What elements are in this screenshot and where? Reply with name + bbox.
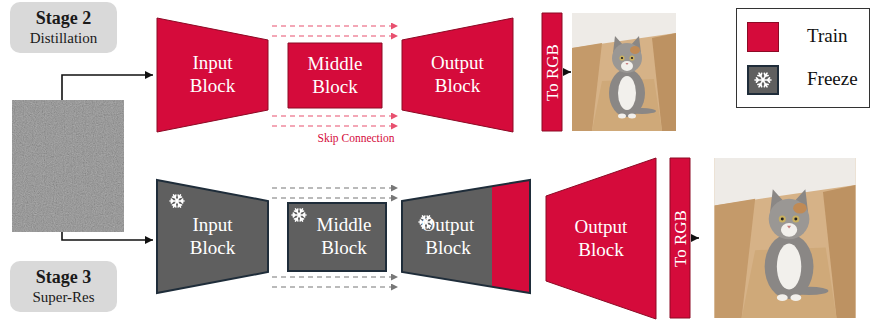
skip-connection: [272, 125, 398, 126]
stage-subtitle: Super-Res: [32, 288, 94, 306]
skip-connection: [272, 286, 398, 287]
noise-image: [12, 100, 124, 232]
output-arrow: [691, 237, 699, 239]
snowflake-icon: [749, 67, 777, 93]
block-label: Input Block: [177, 52, 249, 98]
input-arrow: [62, 75, 153, 100]
network-block: Output Block: [402, 18, 513, 132]
block-label: To RGB: [544, 44, 561, 101]
skip-connection: [272, 35, 398, 36]
snowflake-icon: [755, 73, 771, 87]
legend-box: TrainFreeze: [736, 8, 870, 108]
skip-connection: [272, 115, 398, 116]
stage-title: Stage 2: [36, 8, 92, 30]
block-label: Output Block: [412, 214, 484, 260]
block-label: Output Block: [422, 52, 494, 98]
network-block: Middle Block: [288, 43, 382, 108]
block-label: Middle Block: [308, 214, 380, 260]
skip-connection: [272, 25, 398, 26]
legend-label: Train: [807, 25, 847, 47]
input-arrow: [62, 232, 153, 240]
to-rgb-block: To RGB: [670, 158, 690, 318]
network-block: Input Block: [157, 18, 268, 132]
cat-image: [572, 13, 676, 131]
connection-label: Skip Connection: [318, 132, 395, 144]
skip-connection: [272, 276, 398, 277]
network-block: Input Block: [157, 180, 268, 293]
legend-swatch: [747, 22, 779, 52]
output-arrow: [563, 71, 571, 73]
block-label: Input Block: [177, 214, 249, 260]
network-block: Output Block: [546, 158, 656, 319]
stage-title: Stage 3: [36, 267, 92, 289]
skip-connection: [272, 197, 398, 198]
network-block: Output Block: [402, 180, 530, 293]
stage-subtitle: Distillation: [30, 29, 98, 47]
noise-grain: [12, 100, 124, 232]
legend-swatch: [747, 65, 779, 95]
to-rgb-block: To RGB: [542, 13, 562, 131]
legend-label: Freeze: [807, 68, 858, 90]
stage-label: Stage 3Super-Res: [10, 261, 117, 312]
skip-connection: [272, 187, 398, 188]
stage-label: Stage 2Distillation: [10, 2, 117, 53]
block-label: Output Block: [565, 216, 637, 262]
network-block: Middle Block: [288, 203, 386, 271]
cat-image: [714, 158, 855, 318]
snowflake-icon: [170, 195, 184, 207]
snowflake-icon: [292, 209, 306, 221]
block-label: Middle Block: [299, 53, 371, 99]
block-label: To RGB: [672, 210, 689, 267]
